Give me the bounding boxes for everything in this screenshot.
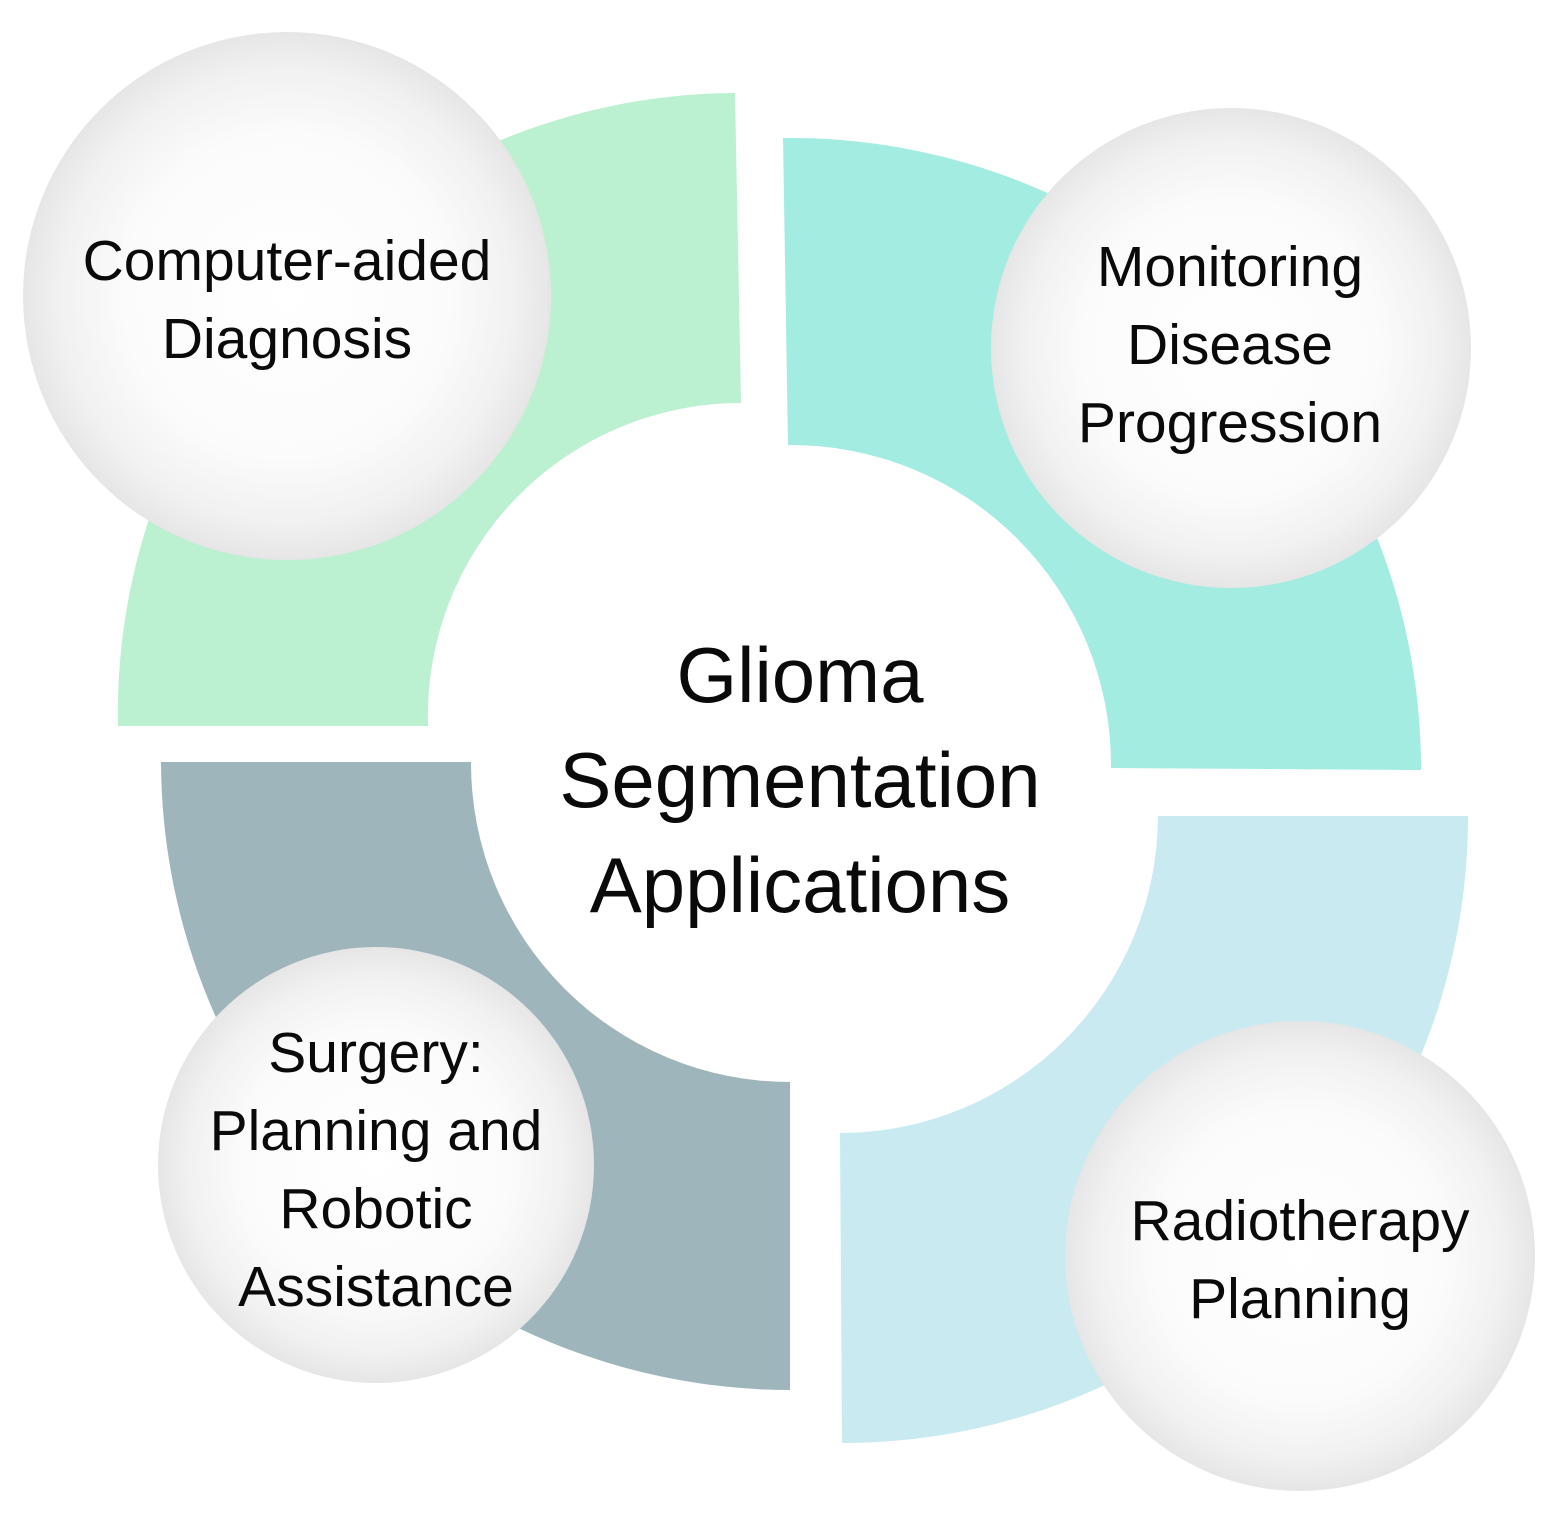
node-label-line: Computer-aided	[82, 229, 492, 293]
center-title-line: Glioma	[676, 630, 924, 719]
bubble-computer-aided-diagnosis	[23, 32, 551, 560]
node-label-monitoring-disease-progression: Monitoring Disease Progression	[1010, 225, 1450, 465]
node-label-surgery-planning-robotic-assistance: Surgery: Planning and Robotic Assistance	[176, 1010, 576, 1330]
node-label-computer-aided-diagnosis: Computer-aided Diagnosis	[37, 220, 537, 380]
node-label-line: Diagnosis	[161, 307, 413, 371]
node-label-line: Assistance	[238, 1255, 514, 1319]
node-label-line: Progression	[1077, 391, 1383, 455]
node-label-line: Monitoring	[1096, 235, 1364, 299]
node-label-line: Disease	[1127, 313, 1333, 377]
node-label-line: Planning	[1189, 1267, 1411, 1331]
center-title-line: Segmentation	[559, 735, 1041, 824]
bubble-radiotherapy-planning	[1065, 1021, 1535, 1491]
node-label-line: Surgery:	[268, 1021, 484, 1085]
node-label-line: Planning and	[209, 1099, 543, 1163]
bubble-surgery-planning-robotic-assistance	[158, 947, 594, 1383]
bubble-monitoring-disease-progression	[991, 108, 1471, 588]
node-label-line: Robotic	[279, 1177, 473, 1241]
center-title: Glioma Segmentation Applications	[500, 620, 1100, 940]
node-label-radiotherapy-planning: Radiotherapy Planning	[1080, 1180, 1520, 1340]
center-title-line: Applications	[589, 840, 1011, 929]
node-label-line: Radiotherapy	[1130, 1189, 1470, 1253]
